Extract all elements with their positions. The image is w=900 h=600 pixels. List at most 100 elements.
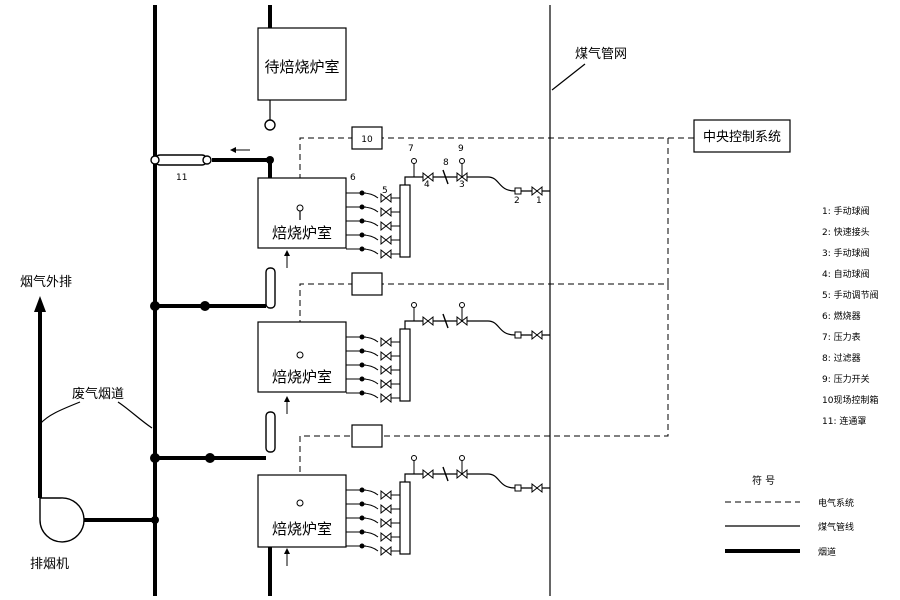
burner-hose [361, 545, 379, 552]
gas-train-3 [346, 455, 550, 557]
standby-furnace-label: 待焙烧炉室 [264, 58, 339, 76]
fan-to-main-node [151, 516, 159, 524]
regulating-valve [380, 206, 392, 218]
regulating-valve [380, 364, 392, 376]
furnace-label-1: 焙烧炉室 [272, 224, 332, 242]
central-control-label: 中央控制系统 [703, 130, 781, 145]
symbol-legend-title: 符 号 [752, 474, 775, 487]
furnace-box-1 [257, 177, 347, 249]
auto-ball-valve [422, 468, 434, 480]
flue-exhaust-label: 烟气外排 [20, 274, 72, 290]
callout-9: 9 [458, 144, 464, 154]
auto-ball-valve [422, 171, 434, 183]
furnace-group-2: 焙烧炉室 [257, 321, 347, 414]
flow-arrowhead-top [230, 147, 236, 153]
gas-train-1 [346, 158, 550, 260]
hood-joint-left [150, 155, 160, 165]
burner-hose [361, 531, 379, 538]
standby-node [264, 119, 276, 131]
local-control-box-3 [351, 424, 383, 448]
legend-item: 2: 快速接头 [822, 226, 870, 238]
regulating-valve [380, 392, 392, 404]
inlet-ball-valve [531, 185, 543, 197]
legend-item: 9: 压力开关 [822, 373, 870, 385]
burner-hose [361, 206, 379, 213]
callout-1: 1 [536, 196, 542, 206]
regulating-valve [380, 248, 392, 260]
connector-hood-2 [265, 411, 276, 453]
legend-item: 8: 过滤器 [822, 352, 861, 364]
callout-7: 7 [408, 144, 414, 154]
burner-hose [361, 503, 379, 510]
central-control-box [693, 119, 791, 153]
quick-coupling [514, 331, 522, 339]
callout-10: 10 [361, 135, 373, 145]
furnace-group-3: 焙烧炉室 [257, 474, 347, 566]
gas-network-leader [551, 63, 586, 91]
local-control-box-1 [351, 126, 383, 150]
furnace-group-1: 焙烧炉室 [257, 177, 347, 268]
regulating-valve [380, 336, 392, 348]
pressure-switch [459, 455, 465, 461]
callout-2: 2 [514, 196, 520, 206]
connector-hood-1 [265, 267, 276, 309]
callout-8: 8 [443, 158, 449, 168]
regulating-valve [380, 220, 392, 232]
legend-item: 4: 自动球阀 [822, 268, 870, 280]
pressure-switch [459, 158, 465, 164]
pressure-gauge [411, 302, 417, 308]
legend-item: 10现场控制箱 [822, 394, 878, 406]
elec-line-bot [299, 284, 669, 500]
local-control-box-2 [351, 272, 383, 296]
burner-hose [361, 234, 379, 241]
flue-node-main-1 [150, 301, 160, 311]
auto-ball-valve [422, 315, 434, 327]
waste-flue-label: 废气烟道 [72, 386, 124, 402]
symbol-flue-label: 烟道 [818, 546, 836, 558]
flue-node-end-2 [205, 453, 215, 463]
exhaust-fan-symbol [39, 497, 85, 543]
gas-network-label: 煤气管网 [575, 46, 627, 62]
callout-3: 3 [459, 180, 465, 190]
legend-item: 11: 连通罩 [822, 415, 866, 427]
callout-6: 6 [350, 173, 356, 183]
callout-5: 5 [382, 186, 388, 196]
gas-manifold [399, 184, 411, 258]
regulating-valve [380, 517, 392, 529]
burner-hose [361, 489, 379, 496]
connection-hood [154, 154, 208, 166]
legend-item: 5: 手动调节阀 [822, 289, 879, 301]
burner-hose [361, 378, 379, 385]
gas-manifold [399, 328, 411, 402]
pressure-gauge [411, 158, 417, 164]
filter [442, 169, 449, 185]
pressure-gauge [411, 455, 417, 461]
burner-hose [361, 336, 379, 343]
flue-node-end-1 [200, 301, 210, 311]
regulating-valve [380, 192, 392, 204]
burner-hose [361, 392, 379, 399]
stack-arrowhead [34, 296, 46, 312]
burner-hose [361, 364, 379, 371]
symbol-gas-label: 煤气管线 [818, 521, 854, 533]
top-furnace-flue-node [266, 156, 274, 164]
gas-manifold [399, 481, 411, 555]
legend-item: 6: 燃烧器 [822, 310, 861, 322]
top-furnace-flue [212, 158, 272, 178]
waste-flue-leader-right [117, 401, 153, 429]
filter [442, 466, 449, 482]
burner-hose [361, 517, 379, 524]
callout-11: 11 [176, 173, 187, 183]
filter [442, 313, 449, 329]
callout-4: 4 [424, 180, 430, 190]
burner-hose [361, 220, 379, 227]
burner-hose [361, 192, 379, 199]
inlet-ball-valve [531, 329, 543, 341]
elec-line-mid [299, 138, 669, 352]
burner-hose [361, 350, 379, 357]
regulating-valve [380, 234, 392, 246]
regulating-valve [380, 378, 392, 390]
